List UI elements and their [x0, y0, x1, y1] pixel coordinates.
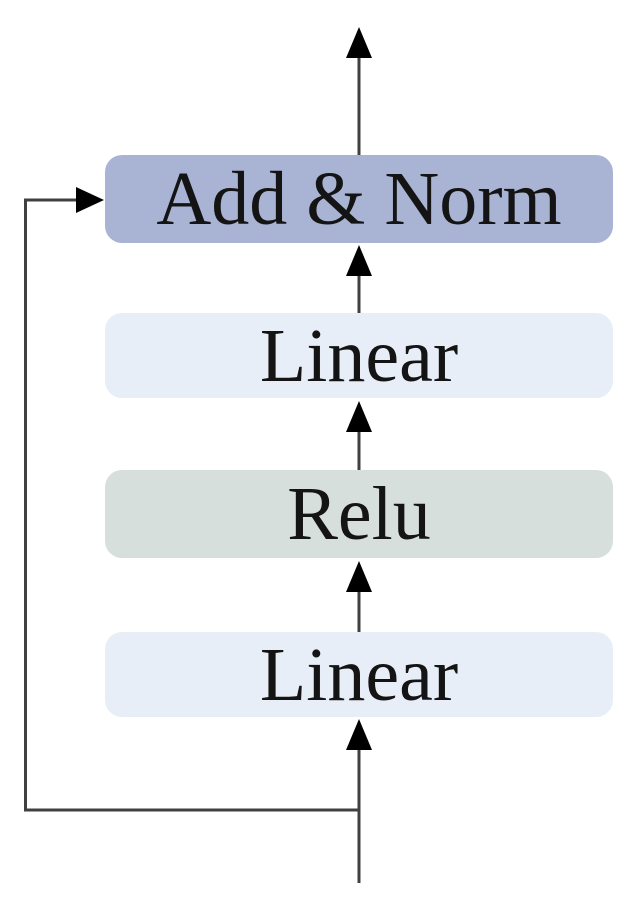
skip-connection-arrowhead-icon	[76, 187, 104, 213]
node-relu-label: Relu	[287, 472, 431, 556]
node-linear-top-label: Linear	[259, 313, 459, 398]
relu-to-linear-top-arrowhead-icon	[346, 401, 372, 432]
input-arrowhead-icon	[346, 719, 372, 750]
node-add-norm: Add & Norm	[105, 155, 613, 243]
node-linear-bottom: Linear	[105, 632, 613, 717]
linear-bottom-to-relu-arrowhead-icon	[346, 561, 372, 592]
edge-skip-connection-line	[24, 198, 359, 812]
linear-top-to-add-norm-arrowhead-icon	[346, 245, 372, 276]
node-relu: Relu	[105, 470, 613, 558]
node-linear-top: Linear	[105, 313, 613, 398]
node-linear-bottom-label: Linear	[259, 632, 459, 717]
output-arrowhead-icon	[346, 27, 372, 58]
node-add-norm-label: Add & Norm	[156, 157, 562, 241]
